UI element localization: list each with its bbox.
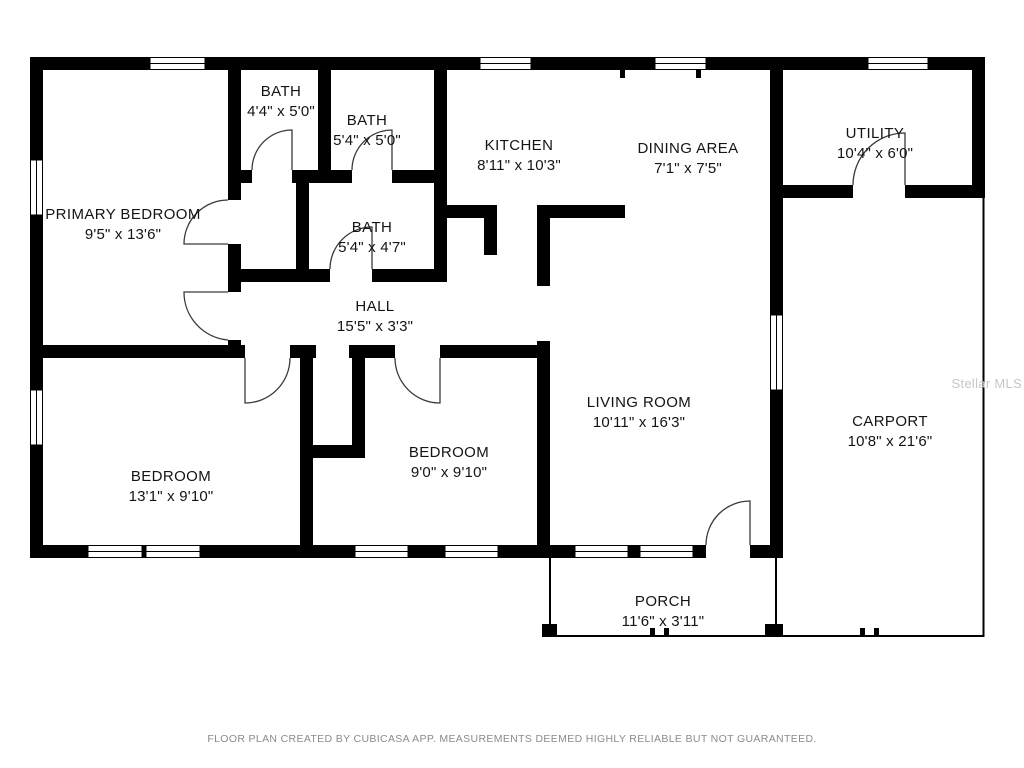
room-label-living-room: LIVING ROOM 10'11" x 16'3"	[587, 393, 691, 433]
room-dimensions: 8'11" x 10'3"	[477, 157, 561, 174]
room-name: BATH	[351, 219, 393, 236]
room-name: DINING AREA	[637, 140, 739, 157]
room-dimensions: 9'5" x 13'6"	[84, 226, 162, 243]
open-edge-lines	[549, 198, 985, 637]
opening-ticks	[537, 70, 879, 636]
corner-posts	[542, 624, 783, 637]
room-label-bedroom-middle: BEDROOM 9'0" x 9'10"	[409, 443, 489, 483]
room-dimensions: 5'4" x 4'7"	[338, 239, 406, 256]
room-name: BATH	[260, 83, 302, 100]
room-dimensions: 11'6" x 3'11"	[621, 613, 705, 630]
room-label-bath-1: BATH 4'4" x 5'0"	[247, 82, 315, 122]
room-label-porch: PORCH 11'6" x 3'11"	[622, 592, 705, 632]
room-label-carport: CARPORT 10'8" x 21'6"	[848, 412, 933, 452]
room-dimensions: 13'1" x 9'10"	[128, 488, 214, 505]
room-name: PORCH	[634, 593, 692, 610]
room-dimensions: 15'5" x 3'3"	[336, 318, 414, 335]
room-name: HALL	[355, 298, 395, 315]
windows	[30, 57, 929, 558]
room-label-dining-area: DINING AREA 7'1" x 7'5"	[637, 139, 738, 179]
room-dimensions: 10'4" x 6'0"	[836, 145, 914, 162]
stellar-mls-watermark: Stellar MLS	[951, 376, 1022, 391]
room-label-bedroom-left: BEDROOM 13'1" x 9'10"	[129, 467, 214, 507]
room-name: UTILITY	[845, 125, 905, 142]
room-dimensions: 5'4" x 5'0"	[333, 132, 401, 149]
room-name: BEDROOM	[408, 444, 490, 461]
room-name: CARPORT	[852, 413, 928, 430]
room-name: PRIMARY BEDROOM	[45, 206, 201, 223]
footer-disclaimer: FLOOR PLAN CREATED BY CUBICASA APP. MEAS…	[207, 733, 817, 745]
door-swings	[183, 129, 906, 546]
room-name: LIVING ROOM	[586, 394, 692, 411]
room-label-kitchen: KITCHEN 8'11" x 10'3"	[477, 136, 561, 176]
room-label-hall: HALL 15'5" x 3'3"	[337, 297, 413, 337]
room-name: KITCHEN	[484, 137, 554, 154]
room-label-utility: UTILITY 10'4" x 6'0"	[837, 124, 913, 164]
room-dimensions: 7'1" x 7'5"	[654, 160, 722, 177]
interior-walls	[30, 57, 625, 558]
room-dimensions: 9'0" x 9'10"	[410, 464, 488, 481]
room-dimensions: 10'8" x 21'6"	[847, 433, 933, 450]
room-name: BATH	[346, 112, 388, 129]
room-label-bath-2: BATH 5'4" x 5'0"	[333, 111, 401, 151]
room-label-bath-3: BATH 5'4" x 4'7"	[338, 218, 406, 258]
room-dimensions: 10'11" x 16'3"	[592, 414, 686, 431]
room-dimensions: 4'4" x 5'0"	[247, 103, 315, 120]
room-label-primary-bedroom: PRIMARY BEDROOM 9'5" x 13'6"	[45, 205, 200, 245]
room-name: BEDROOM	[130, 468, 212, 485]
